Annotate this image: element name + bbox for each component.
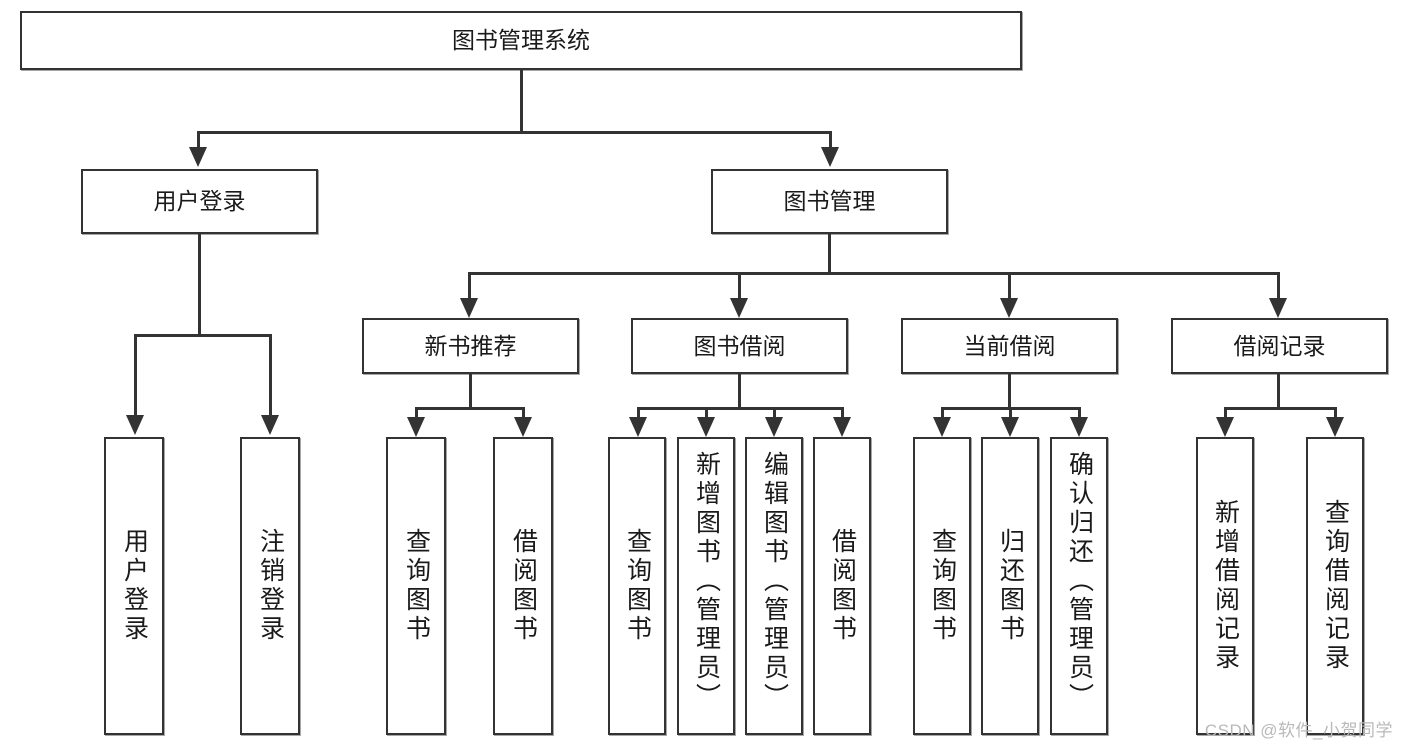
node-root-label: 图书管理系统: [452, 27, 590, 54]
arrow-to-borrow-record: [1269, 298, 1287, 318]
connector-to-leaf-user-login: [134, 334, 137, 417]
arrow-to-leaf-query-book-2: [629, 417, 647, 437]
node-borrow-record-label: 借阅记录: [1233, 332, 1326, 359]
connector-level1-bus: [197, 131, 832, 134]
connector-book-manage-stem: [828, 234, 831, 272]
node-leaf-query-book-2[interactable]: 查询图书: [608, 437, 666, 735]
node-book-borrow[interactable]: 图书借阅: [631, 318, 848, 374]
node-leaf-borrow-book-2[interactable]: 借阅图书: [813, 437, 871, 735]
node-book-manage-label: 图书管理: [783, 188, 876, 215]
node-leaf-return-book[interactable]: 归还图书: [981, 437, 1039, 735]
node-leaf-add-record-label: 新增借阅记录: [1211, 499, 1240, 673]
node-new-book-rec-label: 新书推荐: [424, 332, 517, 359]
connector-book-borrow-bus: [637, 407, 844, 410]
csdn-watermark: CSDN @软件_小贺同学: [1204, 721, 1393, 740]
arrow-to-current-borrow: [1000, 298, 1018, 318]
connector-to-leaf-confirm-return: [1078, 407, 1081, 419]
arrow-to-leaf-add-book: [697, 417, 715, 437]
node-borrow-record[interactable]: 借阅记录: [1171, 318, 1388, 374]
connector-current-borrow-stem: [1008, 374, 1011, 407]
connector-root-stem: [520, 70, 523, 131]
node-leaf-return-book-label: 归还图书: [996, 528, 1025, 644]
node-book-manage[interactable]: 图书管理: [711, 169, 948, 234]
connector-to-leaf-add-book: [705, 407, 708, 419]
arrow-to-book-borrow: [730, 298, 748, 318]
connector-to-leaf-logout: [269, 334, 272, 417]
arrow-to-leaf-confirm-return: [1070, 417, 1088, 437]
node-leaf-query-book-2-label: 查询图书: [623, 528, 652, 644]
connector-book-borrow-stem: [738, 374, 741, 407]
node-leaf-query-record[interactable]: 查询借阅记录: [1306, 437, 1364, 735]
node-root[interactable]: 图书管理系统: [20, 11, 1022, 70]
connector-user-login-bus: [134, 334, 272, 337]
arrow-to-leaf-query-book-3: [933, 417, 951, 437]
connector-borrow-record-bus: [1224, 407, 1337, 410]
connector-to-leaf-borrow-book-2: [841, 407, 844, 419]
node-leaf-logout[interactable]: 注销登录: [240, 437, 300, 735]
node-leaf-confirm-return[interactable]: 确认归还（管理员）: [1050, 437, 1108, 735]
node-user-login-label: 用户登录: [153, 188, 246, 215]
node-leaf-user-login-label: 用户登录: [120, 528, 149, 644]
connector-to-new-book-rec: [468, 272, 471, 300]
arrow-to-leaf-borrow-book-2: [833, 417, 851, 437]
connector-to-borrow-record: [1277, 272, 1280, 300]
connector-to-book-manage: [829, 131, 832, 149]
node-leaf-borrow-book-1[interactable]: 借阅图书: [493, 437, 553, 735]
connector-to-book-borrow: [738, 272, 741, 300]
connector-to-leaf-edit-book: [773, 407, 776, 419]
node-leaf-add-book-label: 新增图书（管理员）: [692, 451, 721, 712]
arrow-to-leaf-query-record: [1326, 417, 1344, 437]
connector-to-current-borrow: [1008, 272, 1011, 300]
node-leaf-add-book[interactable]: 新增图书（管理员）: [677, 437, 735, 735]
node-leaf-borrow-book-1-label: 借阅图书: [509, 528, 538, 644]
arrow-to-leaf-logout: [261, 415, 279, 435]
arrow-to-leaf-add-record: [1216, 417, 1234, 437]
connector-book-manage-bus: [468, 272, 1280, 275]
connector-to-leaf-return-book: [1009, 407, 1012, 419]
node-leaf-logout-label: 注销登录: [256, 528, 285, 644]
arrow-to-leaf-query-book-1: [407, 417, 425, 437]
arrow-to-new-book-rec: [460, 298, 478, 318]
arrow-to-leaf-user-login: [126, 415, 144, 435]
node-leaf-edit-book-label: 编辑图书（管理员）: [760, 451, 789, 712]
node-leaf-borrow-book-2-label: 借阅图书: [828, 528, 857, 644]
connector-to-leaf-query-book-2: [637, 407, 640, 419]
connector-to-leaf-borrow-book-1: [522, 407, 525, 419]
connector-to-leaf-query-book-1: [415, 407, 418, 419]
connector-to-leaf-query-record: [1334, 407, 1337, 419]
node-leaf-user-login[interactable]: 用户登录: [104, 437, 164, 735]
connector-to-leaf-add-record: [1224, 407, 1227, 419]
arrow-to-leaf-return-book: [1001, 417, 1019, 437]
node-leaf-query-book-3-label: 查询图书: [928, 528, 957, 644]
node-leaf-query-record-label: 查询借阅记录: [1321, 499, 1350, 673]
connector-borrow-record-stem: [1277, 374, 1280, 407]
connector-to-leaf-query-book-3: [941, 407, 944, 419]
node-leaf-query-book-1[interactable]: 查询图书: [386, 437, 446, 735]
arrow-to-leaf-borrow-book-1: [514, 417, 532, 437]
connector-new-book-rec-bus: [415, 407, 525, 410]
node-leaf-query-book-3[interactable]: 查询图书: [913, 437, 971, 735]
node-new-book-rec[interactable]: 新书推荐: [362, 318, 579, 374]
node-user-login[interactable]: 用户登录: [81, 169, 318, 234]
arrow-to-book-manage: [821, 147, 839, 167]
arrow-to-user-login: [189, 147, 207, 167]
connector-to-user-login: [197, 131, 200, 149]
node-leaf-add-record[interactable]: 新增借阅记录: [1196, 437, 1254, 735]
node-leaf-query-book-1-label: 查询图书: [402, 528, 431, 644]
node-leaf-confirm-return-label: 确认归还（管理员）: [1065, 451, 1094, 712]
connector-new-book-rec-stem: [469, 374, 472, 407]
node-leaf-edit-book[interactable]: 编辑图书（管理员）: [745, 437, 803, 735]
node-current-borrow-label: 当前借阅: [963, 332, 1056, 359]
arrow-to-leaf-edit-book: [765, 417, 783, 437]
node-current-borrow[interactable]: 当前借阅: [901, 318, 1118, 374]
connector-user-login-stem: [198, 234, 201, 334]
node-book-borrow-label: 图书借阅: [693, 332, 786, 359]
